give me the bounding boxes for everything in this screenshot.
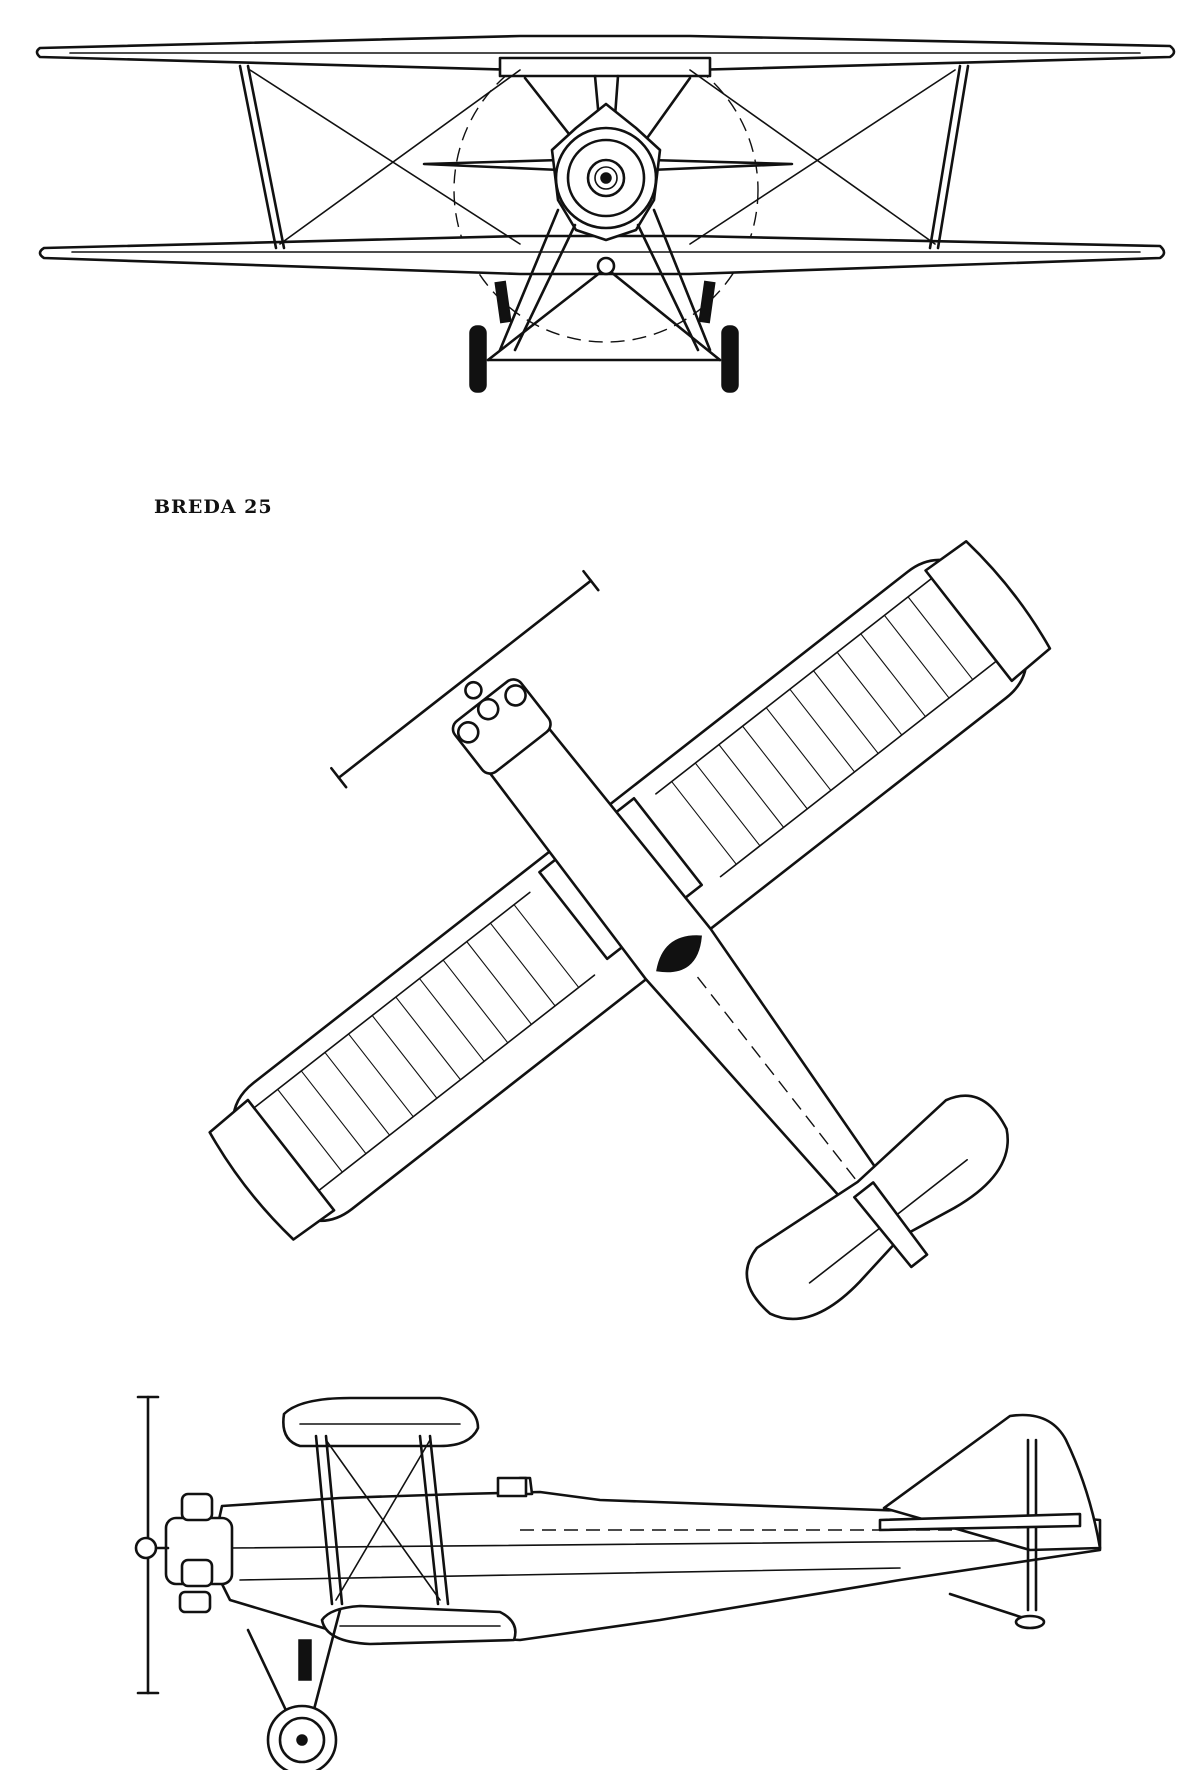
propeller-hub <box>586 158 626 198</box>
plan-view <box>208 539 1052 1321</box>
aileron-line-left <box>317 974 596 1192</box>
propeller-hub-side <box>134 1536 158 1560</box>
upper-wing-side <box>282 1396 480 1448</box>
interplane-strut-front-side <box>314 1434 334 1606</box>
aileron-line-right <box>719 660 998 878</box>
lower-wing-front <box>38 234 1166 276</box>
lower-wing-side <box>320 1604 517 1646</box>
fin-plan <box>853 1181 929 1269</box>
aircraft-title: BREDA 25 <box>154 496 273 518</box>
tailskid <box>948 1592 1032 1622</box>
tailplane-side <box>878 1512 1082 1532</box>
wingtip-left <box>208 1098 336 1241</box>
bracing-wire <box>249 69 521 245</box>
spinner-plan <box>464 680 483 700</box>
undercarriage-leg-left <box>498 208 560 352</box>
interplane-strut-right <box>936 64 970 250</box>
cockpit-opening <box>656 935 702 973</box>
wing-ribs-right <box>671 596 974 865</box>
undercarriage-leg-right <box>652 208 712 352</box>
shock-absorber-side <box>298 1639 312 1681</box>
wing-ribs-left <box>277 904 580 1173</box>
propeller-span-marker <box>337 579 593 780</box>
wheel-left <box>469 325 487 393</box>
wingtip-right <box>924 539 1052 683</box>
wheel-right <box>721 325 739 393</box>
fuselage-centerline <box>696 976 883 1214</box>
upper-wing-center-section <box>498 56 712 78</box>
interplane-strut-left <box>238 64 278 250</box>
front-view <box>35 34 1176 393</box>
interplane-strut-rear-side <box>418 1434 440 1606</box>
side-view <box>134 1395 1102 1770</box>
